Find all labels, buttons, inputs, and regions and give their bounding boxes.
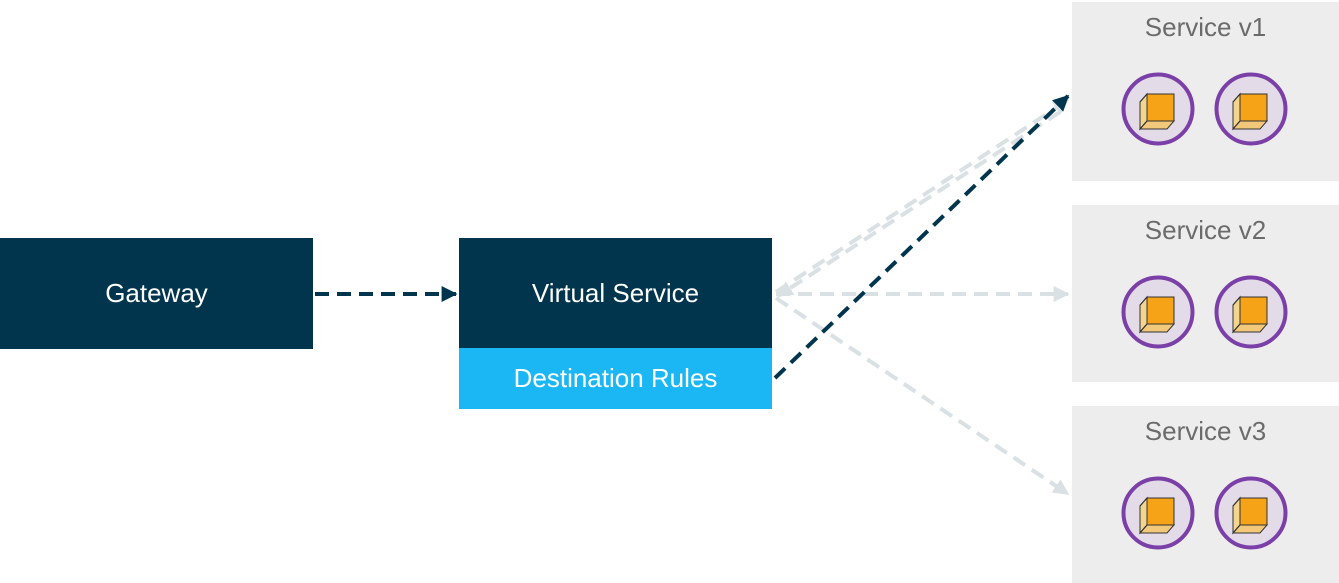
service-v1-box: Service v1 <box>1072 2 1339 181</box>
pod-icon <box>1121 275 1195 349</box>
pod-icon <box>1214 275 1288 349</box>
service-v1-label: Service v1 <box>1144 12 1267 42</box>
service-v3-label: Service v3 <box>1144 416 1267 446</box>
arrow-dr-to-v1 <box>773 94 1070 380</box>
pod-icon <box>1214 476 1288 550</box>
gateway-label: Gateway <box>105 278 208 308</box>
service-v2-box: Service v2 <box>1072 205 1339 382</box>
arrow-vs-to-v1 <box>774 98 1070 294</box>
service-v2-label: Service v2 <box>1144 215 1267 245</box>
pod-icon <box>1121 72 1195 146</box>
pod-icon <box>1214 72 1288 146</box>
destination-rules-box: Destination Rules <box>459 348 772 409</box>
virtual-service-label: Virtual Service <box>531 277 700 308</box>
gateway-box: Gateway <box>0 238 313 349</box>
destination-rules-label: Destination Rules <box>513 363 718 393</box>
service-v3-box: Service v3 <box>1072 406 1339 583</box>
arrow-vs-to-v3 <box>774 296 1070 496</box>
pod-icon <box>1121 476 1195 550</box>
virtual-service-box: Virtual Service <box>459 238 772 348</box>
arrow-v1-to-vs <box>776 110 1062 298</box>
